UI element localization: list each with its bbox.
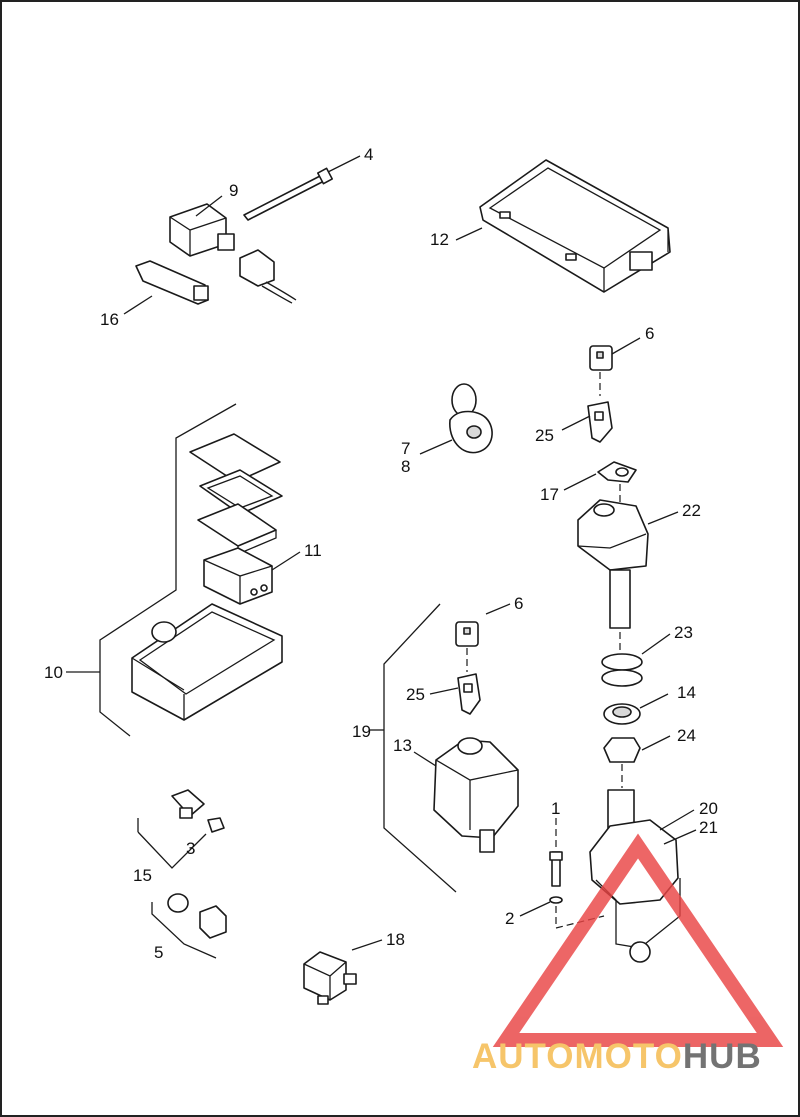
callout-labels: 4 9 12 16 6 25 7 8 17 22 11 6 23 10 25 1… [44,145,718,962]
callout-4: 4 [364,145,373,164]
callout-6-upper: 6 [645,324,654,343]
callout-20: 20 [699,799,718,818]
watermark-triangle [492,833,784,1047]
watermark-word-moto: MOTO [575,1037,683,1076]
callout-22: 22 [682,501,701,520]
svg-text:AUTOMOTOHUB: AUTOMOTOHUB [472,1037,762,1076]
watermark: AUTOMOTOHUB [472,833,784,1076]
callout-19: 19 [352,722,371,741]
part-cable-tie [243,167,334,221]
callout-5: 5 [154,943,163,962]
callout-2: 2 [505,909,514,928]
watermark-word-hub: HUB [683,1037,762,1076]
part-connector-lock [135,260,209,305]
callout-15: 15 [133,866,152,885]
callout-18: 18 [386,930,405,949]
callout-23: 23 [674,623,693,642]
callout-14: 14 [677,683,696,702]
callout-1: 1 [551,799,560,818]
callout-6-lower: 6 [514,594,523,613]
part-switch-18 [303,951,357,1005]
callout-24: 24 [677,726,696,745]
callout-10: 10 [44,663,63,682]
callout-12: 12 [430,230,449,249]
part-key-fob [449,383,493,454]
callout-25-lower: 25 [406,685,425,704]
callout-8: 8 [401,457,410,476]
leader-lines [66,155,697,951]
part-plug-5 [151,893,227,959]
callout-17: 17 [540,485,559,504]
part-connector-9 [169,203,235,257]
callout-25-upper: 25 [535,426,554,445]
part-plug-wire [239,249,297,304]
part-module-12 [479,159,671,293]
callout-16: 16 [100,310,119,329]
callout-3: 3 [186,839,195,858]
callout-7: 7 [401,439,410,458]
part-case-assembly [99,403,283,737]
callout-13: 13 [393,736,412,755]
part-lock-assembly-19 [383,603,519,893]
callout-11: 11 [304,541,322,560]
callout-21: 21 [699,818,718,837]
watermark-word-auto: AUTO [472,1037,575,1076]
callout-9: 9 [229,181,238,200]
part-sensor-15 [137,789,225,869]
